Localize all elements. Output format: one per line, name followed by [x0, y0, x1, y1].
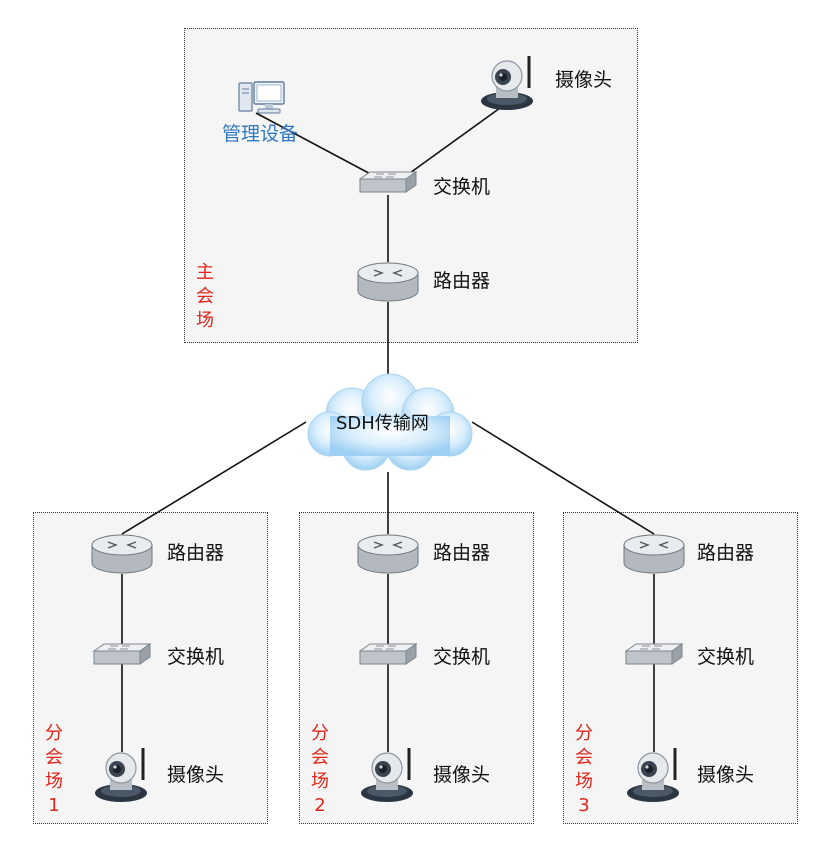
branch-1-camera-label: 摄像头 [167, 764, 225, 786]
main-site-label: 主会场 [196, 262, 214, 331]
camera-icon [95, 748, 147, 802]
branch-2-switch-label: 交换机 [433, 646, 491, 668]
sdh-network-label: SDH传输网 [336, 413, 429, 434]
router-icon [91, 534, 153, 574]
branch-3-camera-label: 摄像头 [697, 764, 755, 786]
camera-icon [361, 748, 413, 802]
branch-2-camera-label: 摄像头 [433, 764, 491, 786]
link-cloud-branch-1 [121, 421, 307, 535]
branch-3-router-label: 路由器 [697, 542, 755, 564]
branch-2-label: 分会场2 [311, 723, 329, 816]
branch-1-label: 分会场1 [45, 723, 63, 816]
link-camera-switch [402, 107, 501, 179]
link-cloud-branch-3 [471, 421, 655, 535]
switch-icon [92, 643, 152, 665]
branch-1-switch-label: 交换机 [167, 646, 225, 668]
branch-3-switch-label: 交换机 [697, 646, 755, 668]
camera-icon [627, 748, 679, 802]
main-camera-label: 摄像头 [555, 69, 613, 91]
switch-icon [624, 643, 684, 665]
computer-icon [238, 81, 285, 114]
switch-icon [358, 171, 418, 193]
branch-2-router-label: 路由器 [433, 542, 491, 564]
management-device-label: 管理设备 [222, 123, 299, 145]
switch-icon [358, 643, 418, 665]
camera-icon [481, 56, 533, 110]
branch-1-router-label: 路由器 [167, 542, 225, 564]
router-icon [357, 534, 419, 574]
router-icon [623, 534, 685, 574]
branch-3-label: 分会场3 [575, 723, 593, 816]
link-pc-switch [255, 112, 379, 179]
main-switch-label: 交换机 [433, 176, 491, 198]
main-router-label: 路由器 [433, 270, 491, 292]
cloud-icon [307, 373, 473, 471]
router-icon [357, 262, 419, 302]
